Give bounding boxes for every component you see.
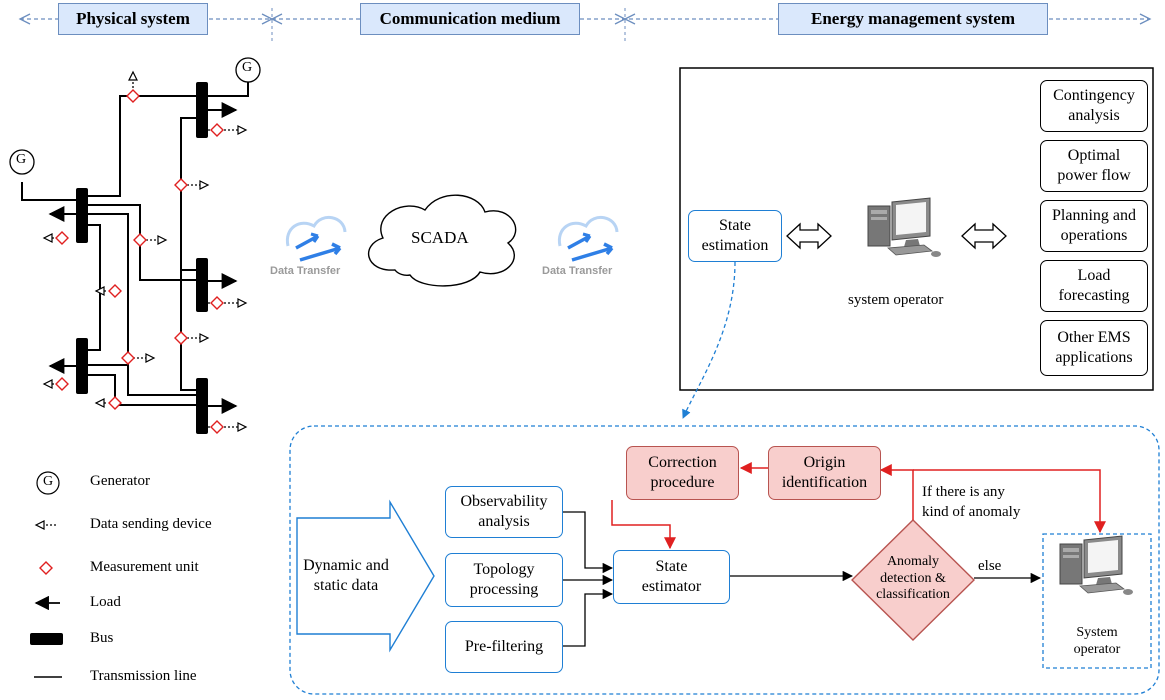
system-operator-process-label: System operator [1073, 625, 1121, 657]
legend-transmission-line-label: Transmission line [90, 668, 197, 684]
bus-bars [76, 82, 208, 434]
process-area [289, 425, 1160, 695]
state-estimator-box: State estimator [613, 550, 730, 604]
correction-procedure-box: Correction procedure [626, 446, 739, 500]
legend-measurement-unit-label: Measurement unit [90, 559, 199, 575]
generator-label-left: G [16, 152, 27, 167]
observability-analysis-box: Observability analysis [445, 486, 563, 538]
data-transfer-label-right: Data Transfer [542, 265, 613, 277]
input-data-label: Dynamic and static data [303, 557, 389, 594]
scada-label: SCADA [411, 228, 469, 247]
else-label: else [978, 558, 1002, 574]
legend-data-sending-device-label: Data sending device [90, 516, 212, 532]
anomaly-diamond [851, 519, 975, 641]
topology-processing-box: Topology processing [445, 553, 563, 607]
operator-computer-icon [867, 197, 942, 258]
state-estimation-box: State estimation [688, 210, 782, 262]
system-operator-label: system operator [848, 292, 944, 308]
anomaly-note: If there is any kind of anomaly [922, 484, 1021, 520]
data-transfer-label-left: Data Transfer [270, 265, 341, 277]
system-operator-computer-icon [1059, 535, 1134, 596]
data-transfer-icon-right [557, 216, 619, 262]
app-load-forecasting: Load forecasting [1040, 260, 1148, 312]
data-sending-devices [43, 70, 247, 432]
pre-filtering-box: Pre-filtering [445, 621, 563, 673]
data-transfer-icon-left [285, 216, 347, 262]
generator-label-top: G [242, 60, 253, 75]
legend-bus-label: Bus [90, 630, 114, 646]
app-other-ems-applications: Other EMS applications [1040, 320, 1148, 376]
double-arrow-right [961, 222, 1007, 250]
double-arrow-left [786, 222, 832, 250]
anomaly-arrows [611, 462, 1106, 550]
system-operator-frame [1042, 533, 1152, 669]
legend-symbols [30, 471, 63, 678]
anomaly-detection-label: Anomaly detection & classification [876, 553, 950, 603]
legend-generator-icon: G [43, 474, 54, 489]
app-optimal-power-flow: Optimal power flow [1040, 140, 1148, 192]
ems-panel [679, 67, 1154, 391]
state-estimation-link [682, 261, 736, 419]
scada-cloud [367, 194, 517, 287]
header-physical-system: Physical system [58, 3, 208, 35]
generators [9, 57, 261, 175]
legend-generator-label: Generator [90, 473, 150, 489]
header-energy-management-system: Energy management system [778, 3, 1048, 35]
input-arrow [296, 499, 435, 653]
process-arrows [563, 511, 1042, 647]
legend-load-label: Load [90, 594, 121, 610]
origin-identification-box: Origin identification [768, 446, 881, 500]
header-communication-medium: Communication medium [360, 3, 580, 35]
app-contingency-analysis: Contingency analysis [1040, 80, 1148, 132]
app-planning-and-operations: Planning and operations [1040, 200, 1148, 252]
